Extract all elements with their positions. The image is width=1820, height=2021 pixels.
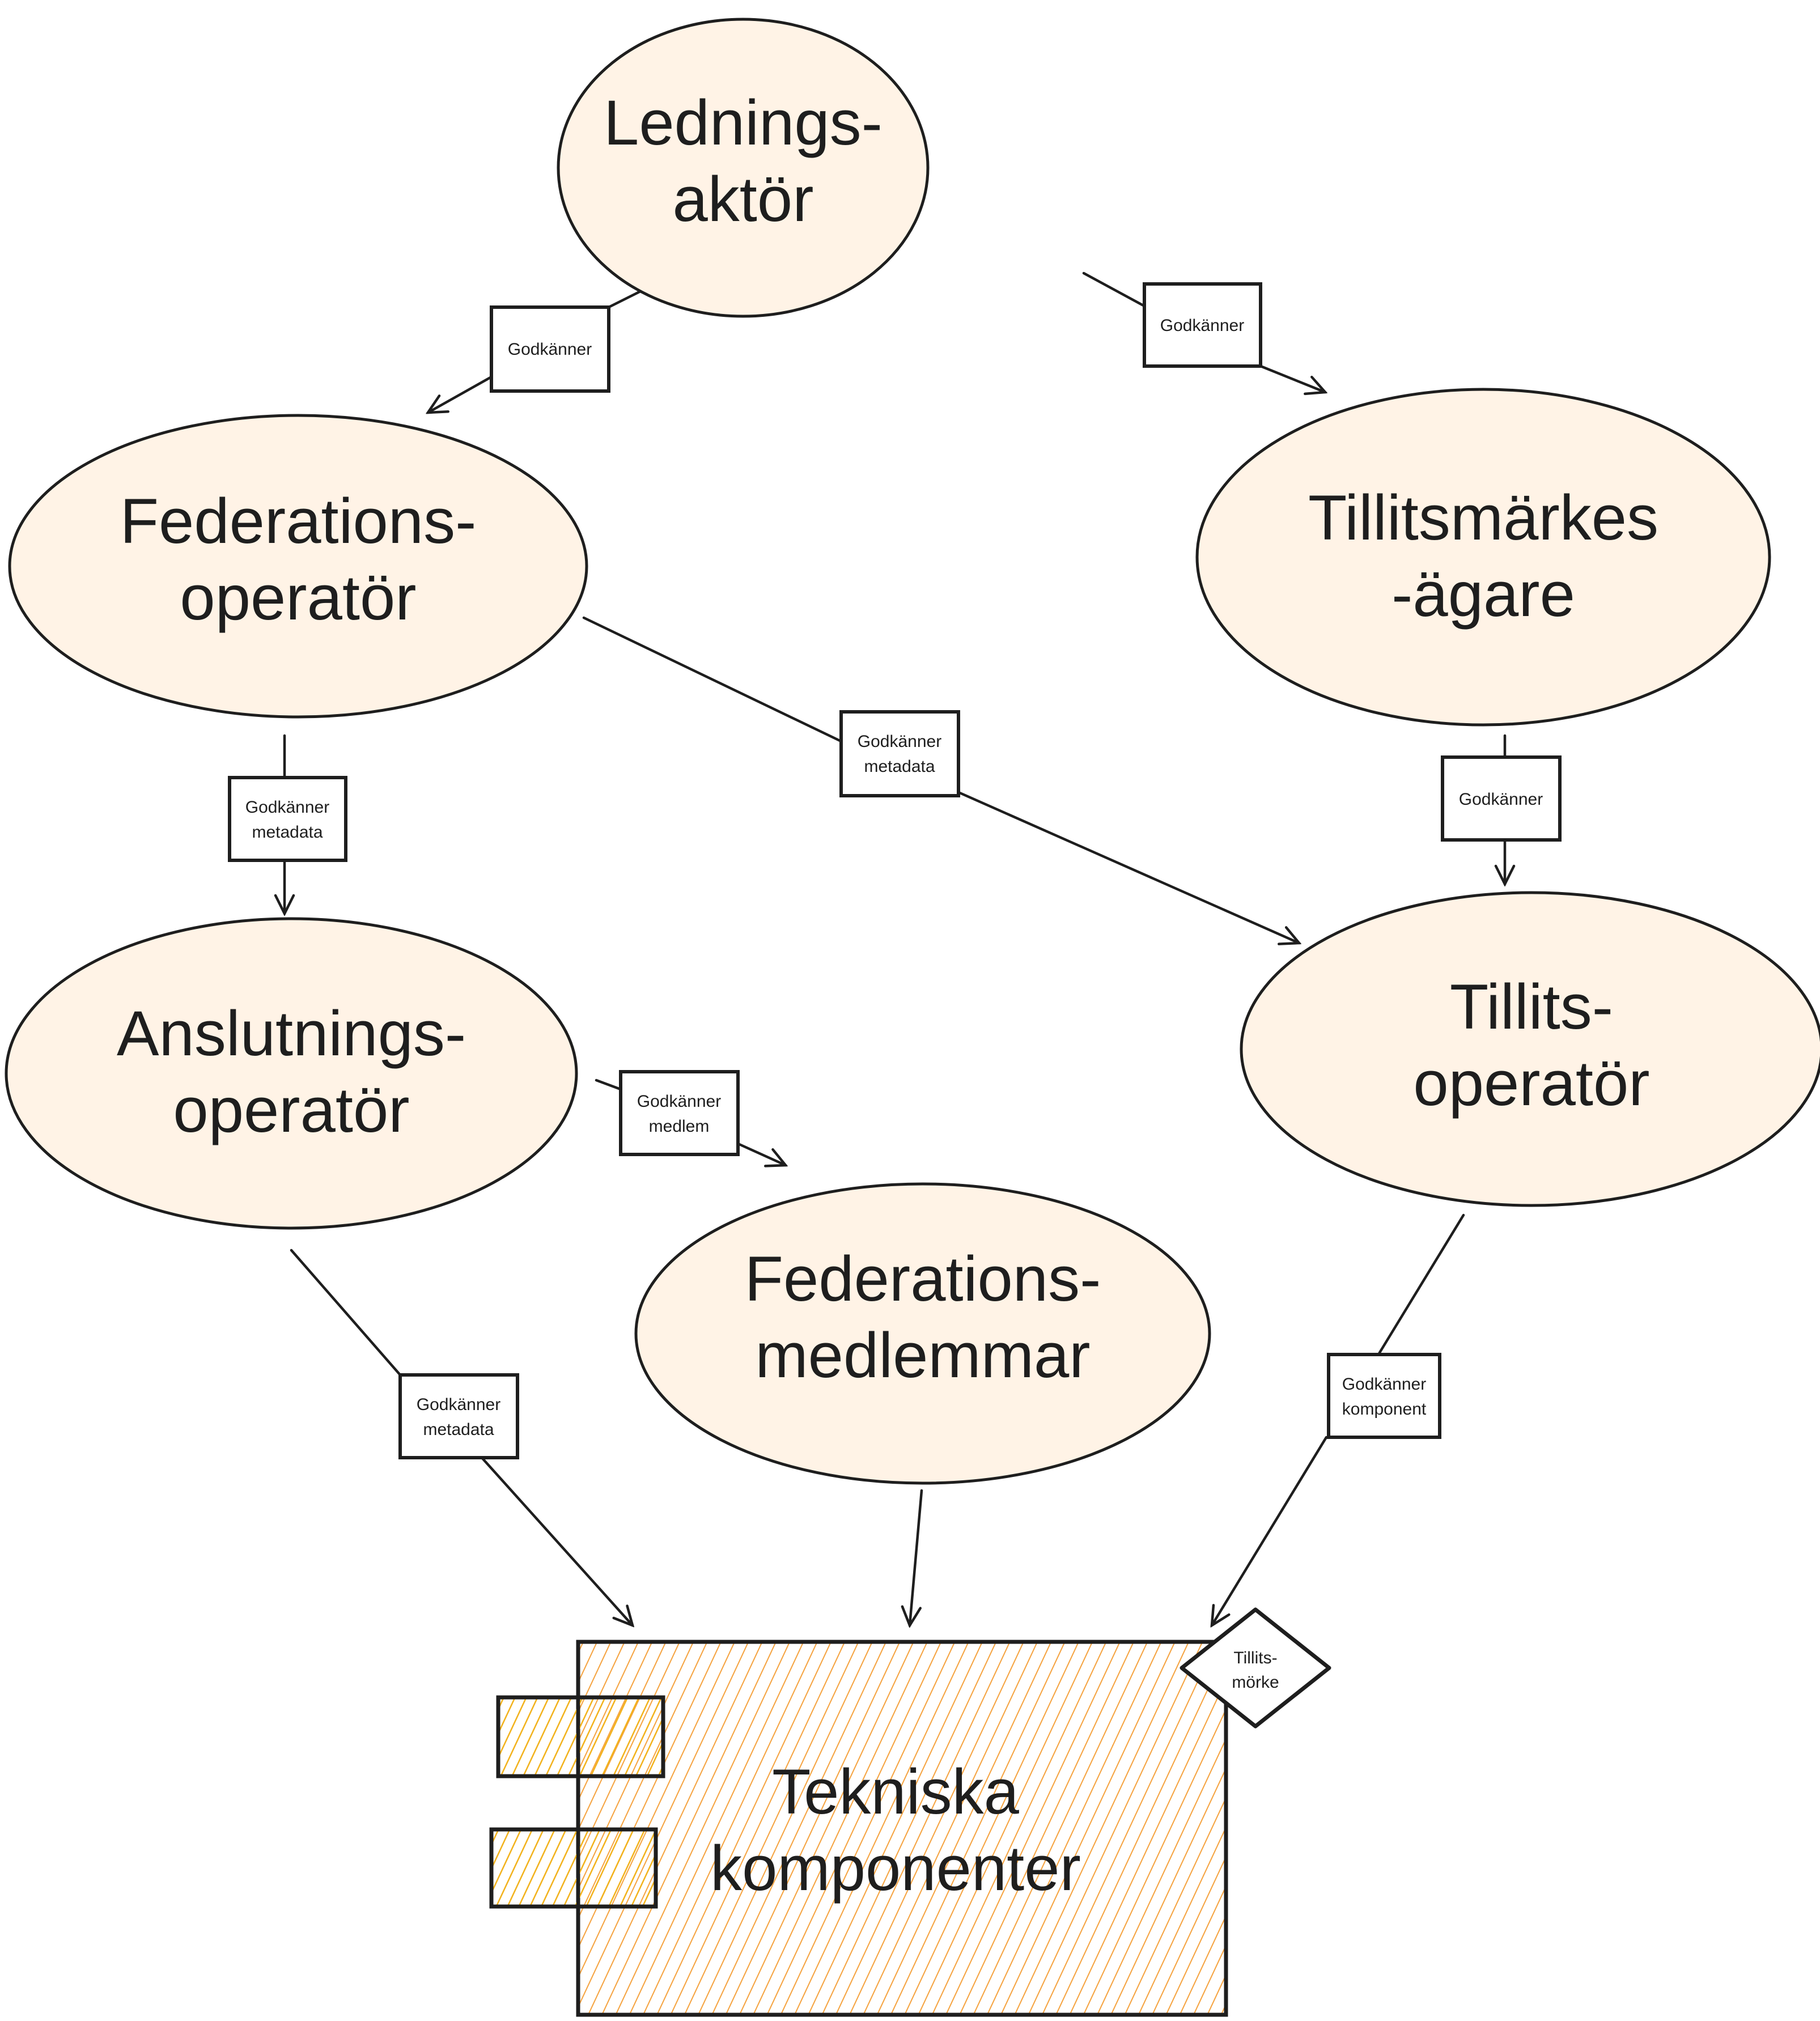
edge-federationsmedlemmar-to-tekniska[interactable] [910, 1489, 923, 1625]
edge-label-godkanner-2: Godkänner [1143, 282, 1262, 368]
edge-label-text: medlem [649, 1117, 710, 1136]
edge-label-godkanner-metadata-left: Godkänner metadata [228, 776, 347, 862]
edge-anslutningsoperator-to-tekniska[interactable] [290, 1249, 633, 1625]
node-label-line: operatör [180, 562, 416, 633]
node-label-line: komponenter [710, 1833, 1081, 1904]
edge-label-text: Godkänner [245, 798, 329, 817]
node-label-line: Tillitsmärkes [1308, 482, 1658, 553]
edge-label-text: Godkänner [508, 340, 592, 359]
node-label-line: Tekniska [772, 1756, 1019, 1827]
edge-label-godkanner-right: Godkänner [1441, 755, 1562, 842]
node-label-line: mörke [1232, 1673, 1279, 1692]
edge-ledning-to-tillitsmarkesagare[interactable] [1082, 271, 1325, 392]
edge-label-text: komponent [1342, 1400, 1427, 1419]
node-anslutningsoperator[interactable]: Anslutnings- operatör [5, 917, 578, 1230]
edge-anslutningsoperator-to-federationsmedlemmar[interactable] [595, 1079, 786, 1165]
edge-label-text: Godkänner [417, 1395, 500, 1414]
node-label-line: medlemmar [755, 1320, 1090, 1391]
edge-label-text: Godkänner [637, 1092, 721, 1111]
node-label-line: Lednings- [604, 87, 883, 158]
edge-label-text: Godkänner [1459, 790, 1543, 809]
edge-label-godkanner-metadata-bottom: Godkänner metadata [398, 1373, 519, 1459]
node-federationsoperator[interactable]: Federations- operatör [8, 414, 588, 719]
node-federationsmedlemmar[interactable]: Federations- medlemmar [634, 1182, 1211, 1485]
node-tillitsoperator[interactable]: Tillits- operatör [1240, 891, 1820, 1207]
node-label-line: Tillits- [1450, 971, 1613, 1042]
node-label-line: operatör [1413, 1048, 1649, 1119]
edge-label-text: Godkänner [858, 732, 941, 751]
edge-label-godkanner-metadata-center: Godkänner metadata [839, 710, 960, 797]
node-label-line: Federations- [745, 1243, 1101, 1314]
node-label-line: aktör [673, 164, 814, 235]
component-port-top [496, 1695, 665, 1778]
component-port-bottom [489, 1827, 658, 1909]
node-tillitsmarke-badge[interactable]: Tillits- mörke [1180, 1607, 1331, 1729]
node-label-line: operatör [173, 1075, 409, 1145]
edge-label-godkanner-medlem: Godkänner medlem [619, 1070, 740, 1156]
node-ledningsaktor[interactable]: Lednings- aktör [557, 18, 930, 318]
node-tillitsmarkesagare[interactable]: Tillitsmärkes -ägare [1195, 388, 1771, 727]
edge-tillitsoperator-to-tekniska[interactable] [1212, 1213, 1465, 1625]
node-label-line: Anslutnings- [117, 998, 466, 1069]
edge-federationsoperator-to-tillitsoperator[interactable] [582, 616, 1299, 943]
node-label-line: -ägare [1391, 559, 1575, 630]
edge-label-text: metadata [423, 1420, 494, 1439]
edge-label-godkanner-komponent: Godkänner komponent [1327, 1353, 1441, 1439]
node-label-line: Federations- [120, 486, 477, 557]
edge-label-text: Godkänner [1342, 1375, 1426, 1394]
node-label-line: Tillits- [1233, 1649, 1277, 1667]
node-tekniska-komponenter[interactable]: Tekniska komponenter [489, 1640, 1228, 2017]
edges [285, 271, 1505, 1625]
edge-label-godkanner-1: Godkänner [490, 305, 610, 393]
edge-label-text: metadata [864, 757, 935, 776]
edge-label-text: Godkänner [1160, 316, 1244, 335]
edge-label-text: metadata [252, 823, 323, 842]
